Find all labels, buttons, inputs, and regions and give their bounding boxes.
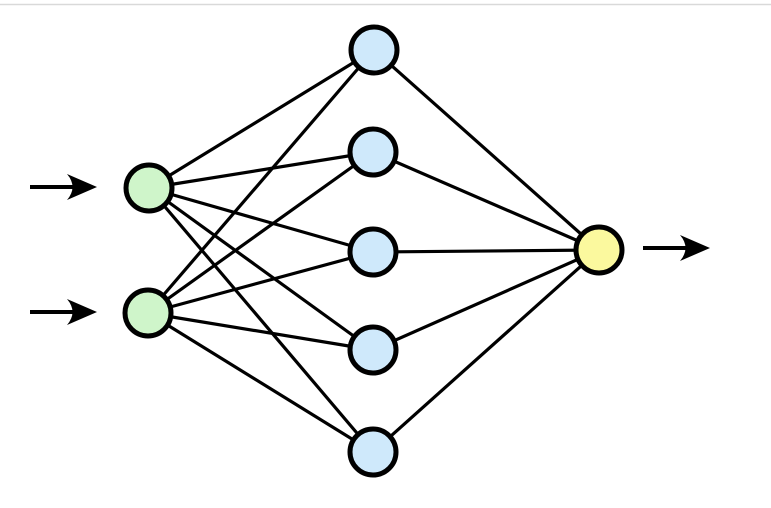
- hidden-node-4: [347, 324, 399, 376]
- edge-input-2-hidden-5: [147, 311, 374, 454]
- input-arrow-2-head: [67, 299, 97, 325]
- input-node-2: [122, 287, 174, 339]
- output-arrow-head: [680, 235, 710, 261]
- edge-input-1-hidden-2: [148, 150, 374, 190]
- edge-input-1-hidden-4: [148, 186, 374, 352]
- input-arrow-1-head: [67, 174, 97, 200]
- edge-input-2-hidden-1: [146, 48, 376, 315]
- edge-hidden-2-output-1: [372, 150, 600, 252]
- hidden-node-1: [348, 24, 400, 76]
- edge-input-2-hidden-2: [147, 150, 374, 315]
- hidden-node-5: [347, 426, 399, 478]
- edge-input-2-hidden-3: [147, 250, 374, 315]
- edge-input-1-hidden-1: [148, 48, 375, 190]
- hidden-node-3: [347, 226, 399, 278]
- edge-hidden-3-output-1: [372, 248, 600, 254]
- input-node-1: [123, 162, 175, 214]
- edge-hidden-1-output-1: [372, 48, 601, 252]
- edge-input-2-hidden-4: [147, 311, 374, 352]
- edge-hidden-5-output-1: [371, 248, 601, 454]
- output-node-1: [573, 224, 625, 276]
- edge-input-1-hidden-5: [147, 186, 375, 454]
- edge-input-1-hidden-3: [148, 186, 374, 254]
- edge-hidden-4-output-1: [372, 248, 600, 352]
- hidden-node-2: [347, 126, 399, 178]
